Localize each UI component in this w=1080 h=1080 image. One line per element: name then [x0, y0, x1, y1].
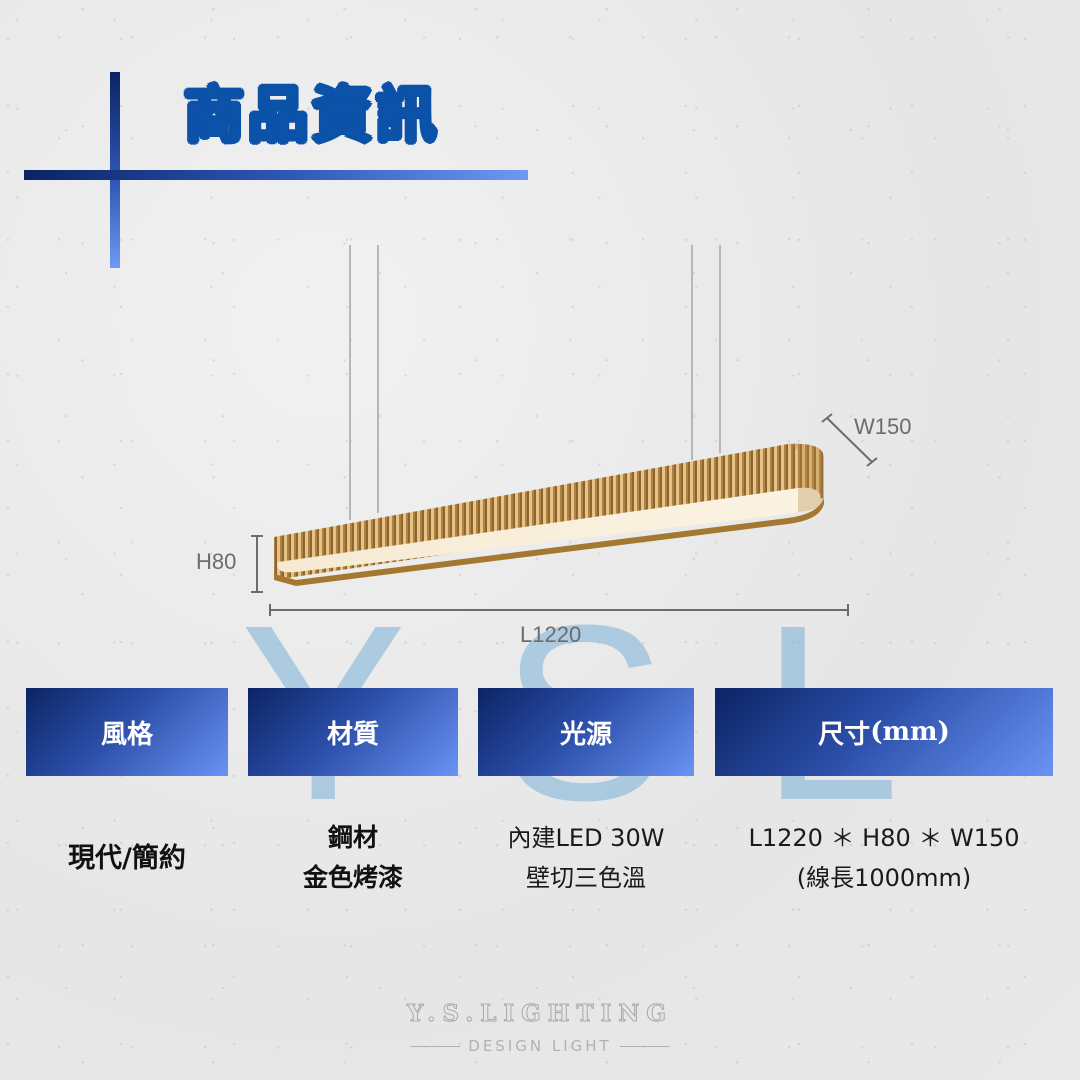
header-style-label: 風格	[100, 719, 153, 750]
length-dimension-cap	[847, 604, 849, 616]
header-material-label: 材質	[326, 719, 379, 750]
length-dimension-label: L1220	[520, 622, 582, 647]
suspension-wire	[691, 245, 693, 460]
header-material: 材質	[248, 688, 458, 776]
height-dimension-label: H80	[196, 549, 237, 574]
header-light-source: 光源	[478, 688, 694, 776]
decorative-horizontal-bar	[24, 170, 528, 180]
value-material-line-2: 金色烤漆	[302, 863, 403, 892]
fluted-linear-lamp-icon	[274, 443, 824, 586]
width-dimension-line	[821, 413, 878, 467]
header-dimensions-label: 尺寸	[818, 719, 871, 750]
value-style-line: 現代/簡約	[68, 843, 186, 874]
header-style: 風格	[26, 688, 228, 776]
value-light-source-line-1: 內建LED 30W	[507, 824, 665, 852]
value-dimensions-line-2: (線長1000mm)	[796, 864, 972, 892]
length-dimension-cap	[269, 604, 271, 616]
brand-logo-text: Y.S.LIGHTING	[406, 1000, 674, 1028]
header-light-source-label: 光源	[559, 719, 612, 750]
suspension-wire	[377, 245, 379, 513]
header-dimensions: 尺寸(mm)	[715, 688, 1053, 776]
brand-tagline: DESIGN LIGHT	[0, 1037, 1080, 1055]
value-style: 現代/簡約	[26, 839, 228, 879]
tagline-rule-right	[619, 1045, 670, 1047]
suspension-wire	[719, 245, 721, 453]
height-dimension-cap	[251, 535, 263, 537]
length-dimension-line	[270, 609, 848, 611]
value-material: 鋼材 金色烤漆	[248, 818, 458, 898]
width-dimension-label: W150	[854, 414, 912, 439]
height-dimension-cap	[251, 591, 263, 593]
value-material-line-1: 鋼材	[327, 823, 378, 852]
header-dimensions-unit: (mm)	[870, 717, 950, 747]
height-dimension-line	[256, 535, 258, 593]
tagline-rule-left	[410, 1045, 461, 1047]
value-dimensions-line-1: L1220 ＊ H80 ＊ W150	[748, 824, 1020, 852]
value-light-source: 內建LED 30W 壁切三色溫	[468, 818, 704, 898]
value-dimensions: L1220 ＊ H80 ＊ W150 (線長1000mm)	[715, 818, 1053, 898]
pendant-lamp-illustration	[268, 440, 838, 590]
value-light-source-line-2: 壁切三色溫	[526, 864, 646, 892]
suspension-wire	[349, 245, 351, 520]
tagline-text: DESIGN LIGHT	[468, 1037, 612, 1055]
page-title: 商品資訊	[183, 80, 440, 153]
